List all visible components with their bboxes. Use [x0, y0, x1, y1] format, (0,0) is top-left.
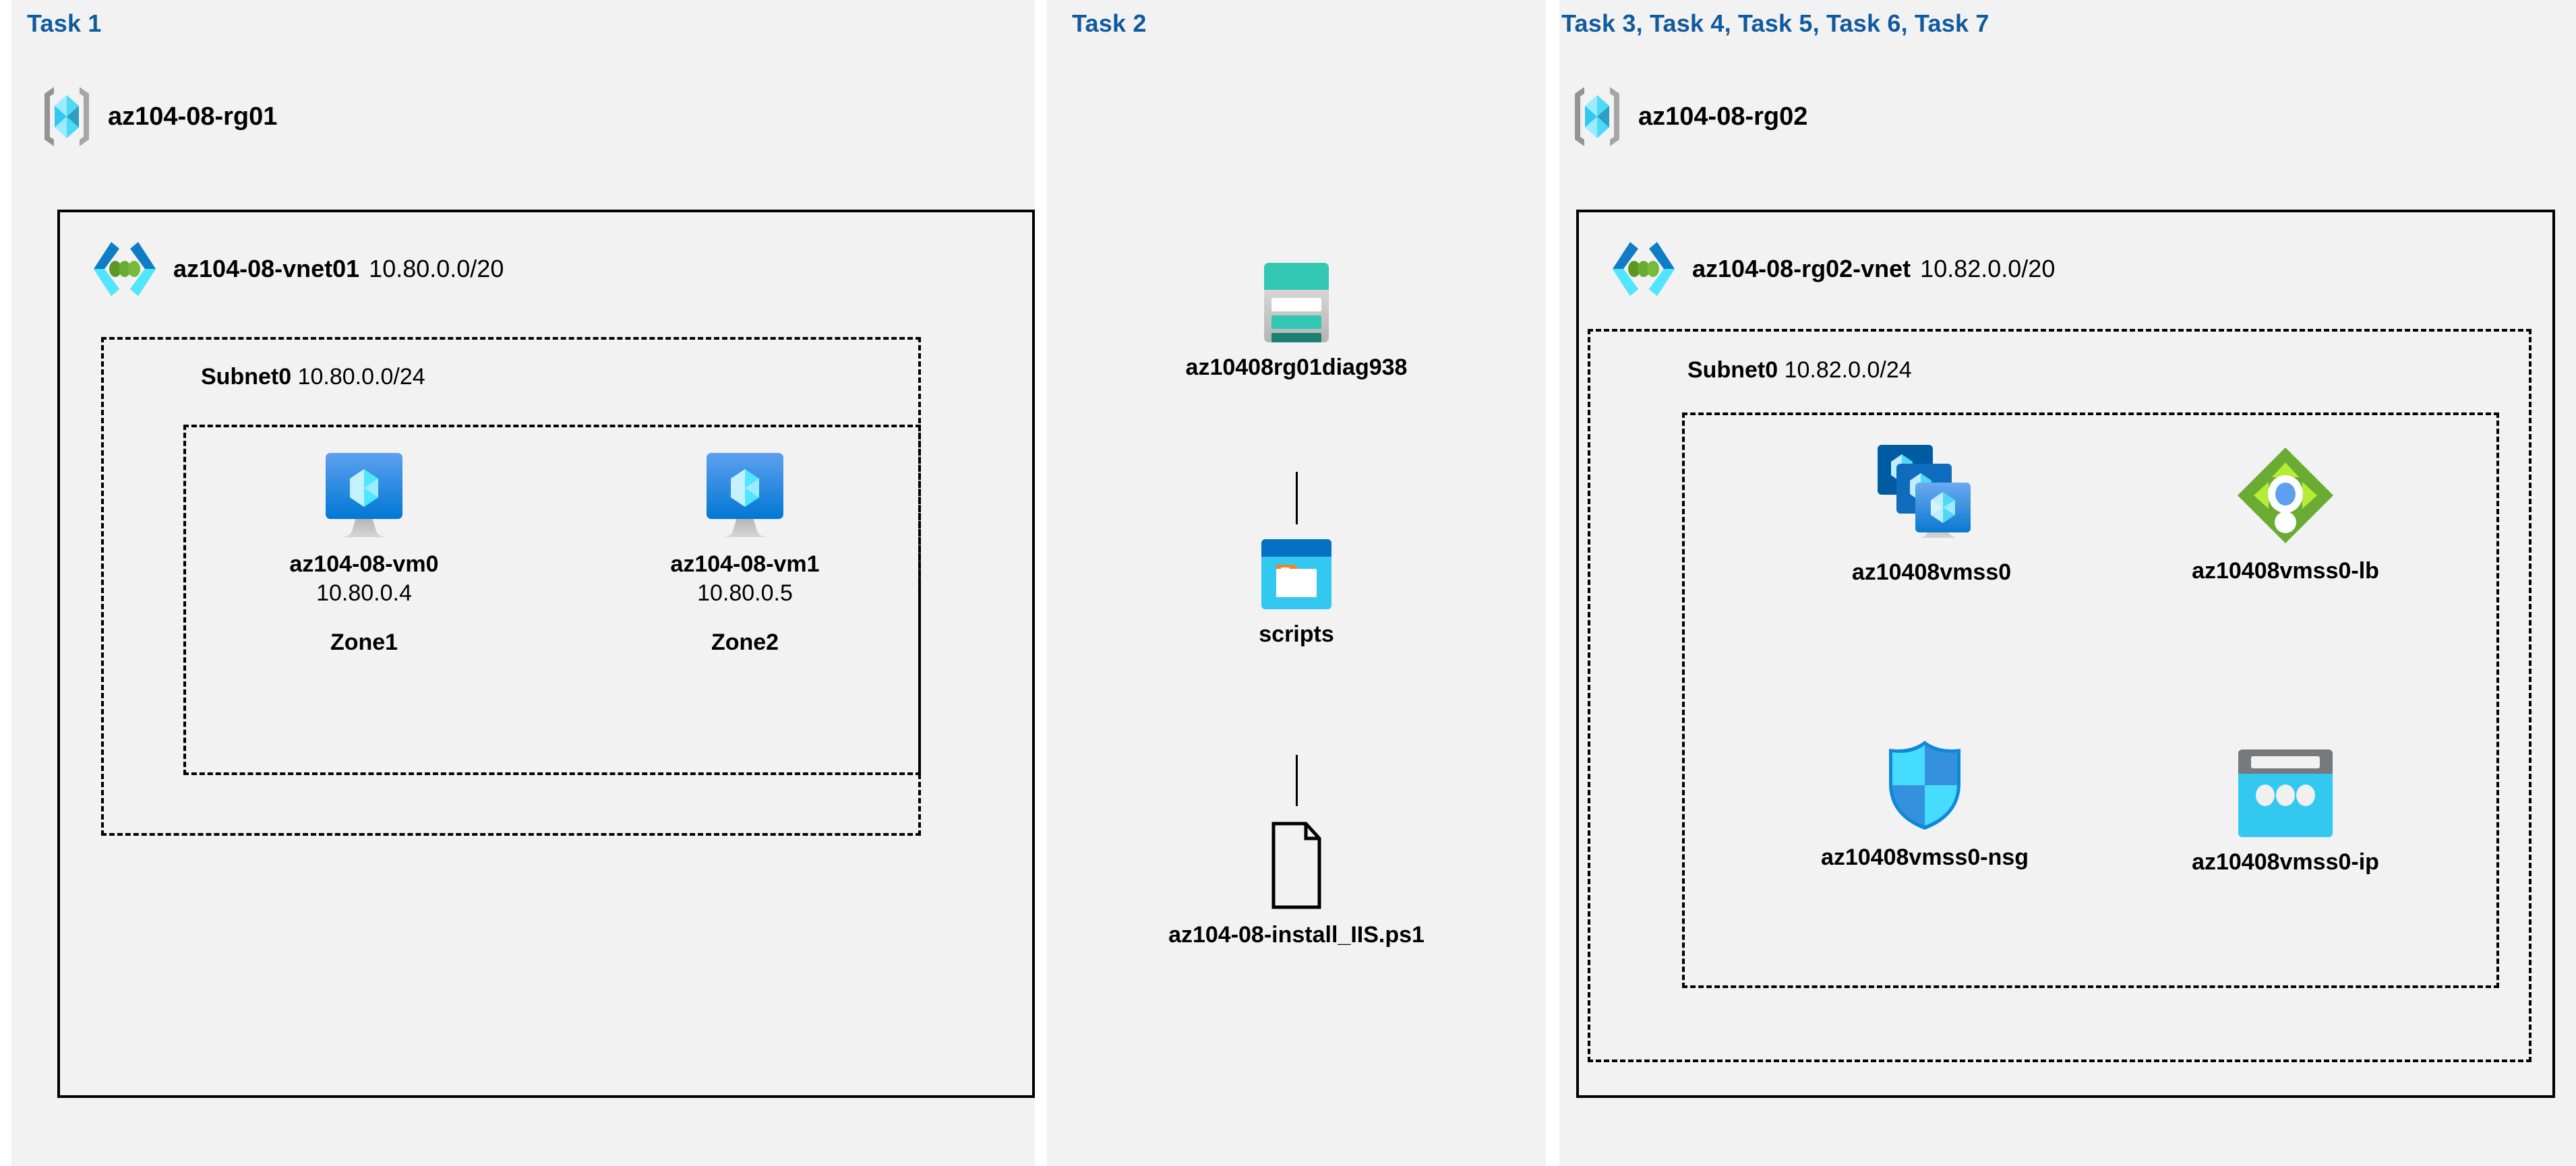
vm-name: az104-08-vm0 [289, 551, 439, 577]
load-balancer-name: az10408vmss0-lb [2192, 558, 2379, 584]
file-icon [1264, 821, 1329, 910]
connector-storage-to-container [1296, 472, 1298, 524]
storage-account-icon [1264, 263, 1329, 342]
task-label-3to7: Task 3, Task 4, Task 5, Task 6, Task 7 [1561, 9, 1989, 37]
virtual-machine-icon [707, 453, 783, 539]
virtual-network-icon [1610, 239, 1677, 299]
vm-name: az104-08-vm1 [670, 551, 820, 577]
resource-group-box-task3to7 [1682, 412, 2499, 988]
blob-container-name: scripts [1259, 621, 1334, 647]
vm-scale-set-icon [1878, 445, 1985, 547]
resource-group-label: az104-08-rg01 [108, 102, 278, 131]
connector-container-to-file [1296, 755, 1298, 806]
vnet-label: az104-08-rg02-vnet [1692, 255, 1911, 282]
task-label-2: Task 2 [1072, 9, 1147, 37]
vnet-cidr: 10.82.0.0/20 [1920, 255, 2056, 282]
vm-node-az104-08-vm0[interactable]: az104-08-vm0 10.80.0.4 Zone1 [266, 453, 462, 656]
blob-container-node[interactable]: scripts [1146, 539, 1447, 648]
vm-scale-set-name: az10408vmss0 [1851, 559, 2012, 585]
task-label-1: Task 1 [27, 9, 102, 37]
blob-container-icon [1261, 539, 1331, 609]
vm-ip: 10.80.0.5 [697, 580, 793, 606]
resource-group-az104-08-rg02: az104-08-rg02 [1571, 84, 1807, 149]
storage-account-node[interactable]: az10408rg01diag938 [1146, 263, 1447, 381]
load-balancer-icon [2235, 445, 2336, 546]
vnet-box-az104-08-vnet01 [57, 210, 1035, 1098]
virtual-machine-icon [326, 453, 402, 539]
vnet-label: az104-08-vnet01 [173, 255, 360, 282]
subnet-label-task3to7: Subnet0 10.82.0.0/24 [1687, 357, 1912, 383]
subnet-cidr: 10.82.0.0/24 [1784, 357, 1912, 383]
resource-group-icon [1571, 84, 1623, 149]
network-security-group-node[interactable]: az10408vmss0-nsg [1783, 738, 2066, 871]
public-ip-address-node[interactable]: az10408vmss0-ip [2144, 749, 2427, 876]
resource-group-az104-08-rg01: az104-08-rg01 [40, 84, 277, 149]
public-ip-address-icon [2238, 749, 2333, 837]
load-balancer-node[interactable]: az10408vmss0-lb [2144, 445, 2427, 584]
subnet-name: Subnet0 [201, 364, 292, 390]
script-file-name: az104-08-install_IIS.ps1 [1168, 922, 1425, 948]
subnet-cidr: 10.80.0.0/24 [297, 364, 425, 390]
virtual-network-icon [91, 239, 158, 299]
network-security-group-icon [1884, 738, 1966, 832]
vm-zone: Zone2 [711, 630, 779, 655]
vm-scale-set-node[interactable]: az10408vmss0 [1790, 445, 2073, 586]
resource-group-label: az104-08-rg02 [1638, 102, 1808, 131]
vnet-cidr: 10.80.0.0/20 [369, 255, 504, 282]
zone-group-box-task1 [183, 425, 921, 775]
storage-account-name: az10408rg01diag938 [1185, 355, 1408, 380]
resource-group-icon [40, 84, 93, 149]
subnet-label-task1: Subnet0 10.80.0.0/24 [201, 364, 425, 390]
script-file-node[interactable]: az104-08-install_IIS.ps1 [1146, 821, 1447, 948]
vnet-header-az104-08-rg02-vnet: az104-08-rg02-vnet 10.82.0.0/20 [1610, 239, 2055, 299]
vm-node-az104-08-vm1[interactable]: az104-08-vm1 10.80.0.5 Zone2 [647, 453, 843, 656]
public-ip-address-name: az10408vmss0-ip [2192, 849, 2379, 875]
vnet-box-az104-08-rg02-vnet [1576, 210, 2555, 1098]
vnet-header-az104-08-vnet01: az104-08-vnet01 10.80.0.0/20 [91, 239, 504, 299]
vm-zone: Zone1 [330, 630, 398, 655]
network-security-group-name: az10408vmss0-nsg [1820, 845, 2029, 870]
subnet-name: Subnet0 [1687, 357, 1778, 383]
subnet-box-task3to7 [1588, 329, 2532, 1062]
vm-ip: 10.80.0.4 [316, 580, 412, 606]
